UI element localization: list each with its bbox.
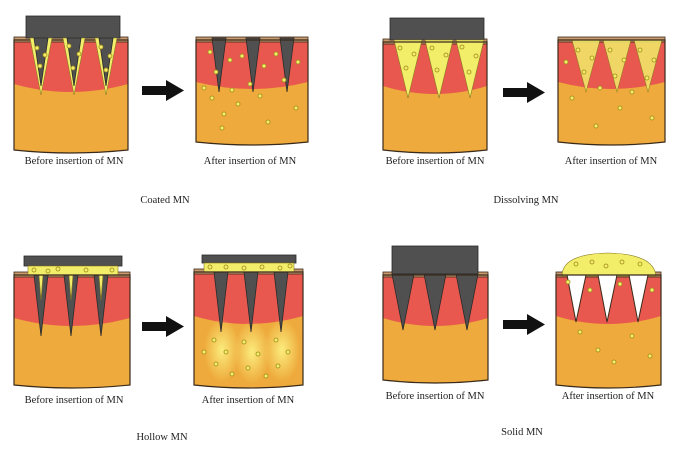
panel-solid: [382, 245, 662, 389]
coated-arrow: [142, 80, 184, 101]
dissolving-after-skin: [557, 36, 666, 146]
caption-hollow-after: After insertion of MN: [201, 395, 295, 406]
caption-coated-before: Before insertion of MN: [24, 156, 124, 167]
title-coated-mn: Coated MN: [140, 195, 190, 206]
dissolving-arrow: [503, 82, 545, 103]
title-hollow-mn: Hollow MN: [136, 432, 188, 443]
caption-coated-after: After insertion of MN: [203, 156, 297, 167]
title-dissolving-mn: Dissolving MN: [493, 195, 559, 206]
solid-arrow: [503, 314, 545, 335]
caption-solid-before: Before insertion of MN: [385, 391, 485, 402]
solid-after-skin: [555, 252, 662, 389]
caption-hollow-before: Before insertion of MN: [24, 395, 124, 406]
coated-before-needles: [25, 15, 121, 96]
caption-dissolving-before: Before insertion of MN: [385, 156, 485, 167]
caption-solid-after: After insertion of MN: [561, 391, 655, 402]
coated-after-needles: [195, 37, 309, 146]
hollow-arrow: [142, 316, 184, 337]
hollow-after-skin: [193, 254, 304, 389]
title-solid-mn: Solid MN: [501, 427, 543, 438]
hollow-before-needles: [13, 255, 131, 389]
panel-coated: [13, 15, 309, 154]
dissolving-before-needles: [382, 17, 488, 154]
solid-before-needles: [382, 245, 489, 384]
panel-dissolving: [382, 17, 666, 154]
caption-dissolving-after: After insertion of MN: [564, 156, 658, 167]
panel-hollow: [13, 254, 304, 389]
